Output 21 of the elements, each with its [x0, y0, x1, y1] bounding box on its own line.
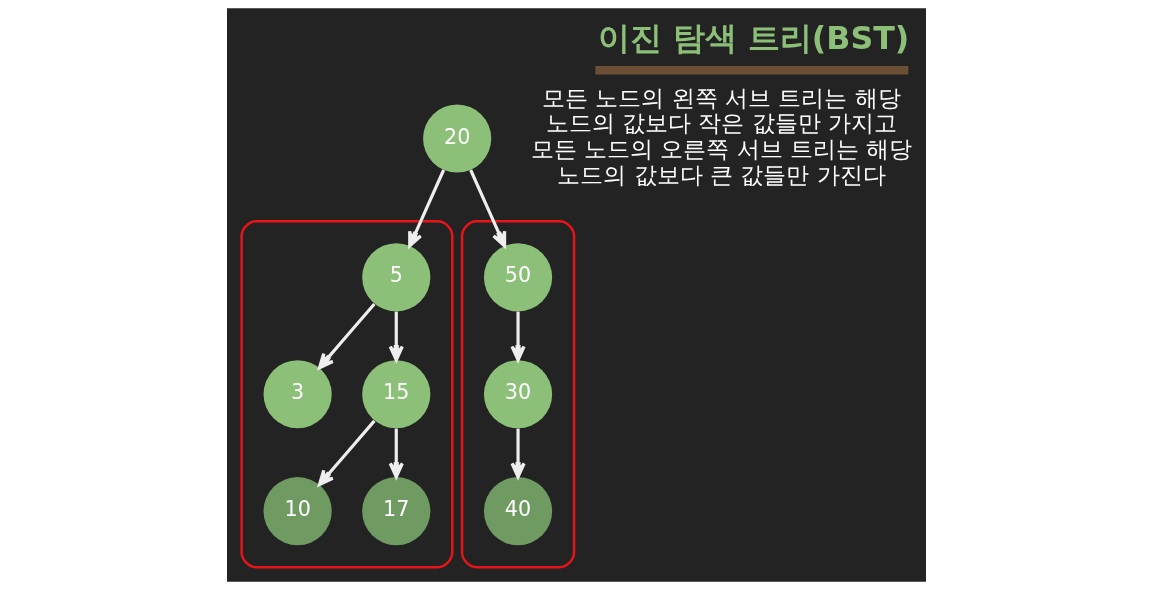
arrow [407, 169, 445, 248]
node-circle: 40 [483, 477, 552, 546]
node-circle: 10 [263, 477, 332, 546]
node-circle: 30 [483, 360, 552, 429]
node-circle: 20 [422, 104, 491, 173]
cluster [460, 220, 575, 569]
diagram-title: 이진 탐색 트리(BST) [597, 19, 909, 56]
cluster [239, 220, 453, 569]
node-circle: 5 [361, 243, 430, 312]
arrow [388, 428, 404, 479]
arrow [317, 302, 376, 370]
node-circle: 15 [361, 360, 430, 429]
node-circle: 50 [483, 243, 552, 312]
node-circle: 3 [263, 360, 332, 429]
node-circle: 17 [361, 477, 430, 546]
label: 모든 노드의 왼쪽 서브 트리는 해당 노드의 값보다 작은 값들만 가지고 모든 노드의 오른쪽 서브 트리는 해당 노드의 값보다 큰 값들만 가진다 [530, 84, 912, 188]
arrow [468, 169, 506, 248]
arrow [509, 311, 526, 362]
arrow [317, 419, 376, 487]
arrow [509, 428, 526, 479]
arrow [388, 311, 404, 362]
